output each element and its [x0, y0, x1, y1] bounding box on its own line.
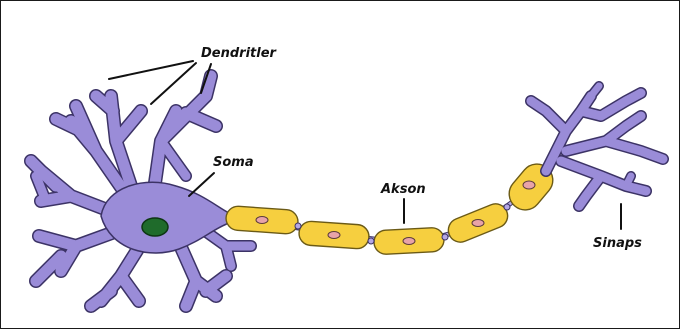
myelin-segment: [445, 200, 511, 245]
node-of-ranvier: [368, 238, 374, 244]
label-dendrites-text: Dendritler: [201, 46, 278, 61]
myelin-segment: [225, 206, 298, 235]
label-soma: Soma: [189, 155, 254, 196]
soma-body: [101, 182, 229, 253]
label-dendrites: Dendritler: [109, 46, 278, 104]
label-synapse-text: Sinaps: [593, 236, 642, 251]
node-of-ranvier: [295, 223, 301, 229]
nucleus: [142, 218, 168, 236]
node-of-ranvier: [442, 234, 448, 240]
node-of-ranvier: [504, 204, 510, 210]
label-soma-text: Soma: [213, 155, 254, 170]
schwann-nucleus: [523, 181, 535, 189]
soma: [101, 182, 229, 253]
schwann-nucleus: [403, 238, 415, 245]
axon: [225, 158, 559, 255]
myelin-segment: [373, 227, 444, 255]
label-axon: Akson: [380, 182, 426, 223]
leader-line: [189, 173, 214, 196]
schwann-nucleus: [472, 220, 484, 227]
schwann-nucleus: [256, 217, 268, 224]
myelin-segment: [298, 221, 370, 250]
schwann-nucleus: [328, 232, 340, 239]
label-synapse: Sinaps: [593, 204, 642, 251]
label-axon-text: Akson: [380, 182, 426, 197]
